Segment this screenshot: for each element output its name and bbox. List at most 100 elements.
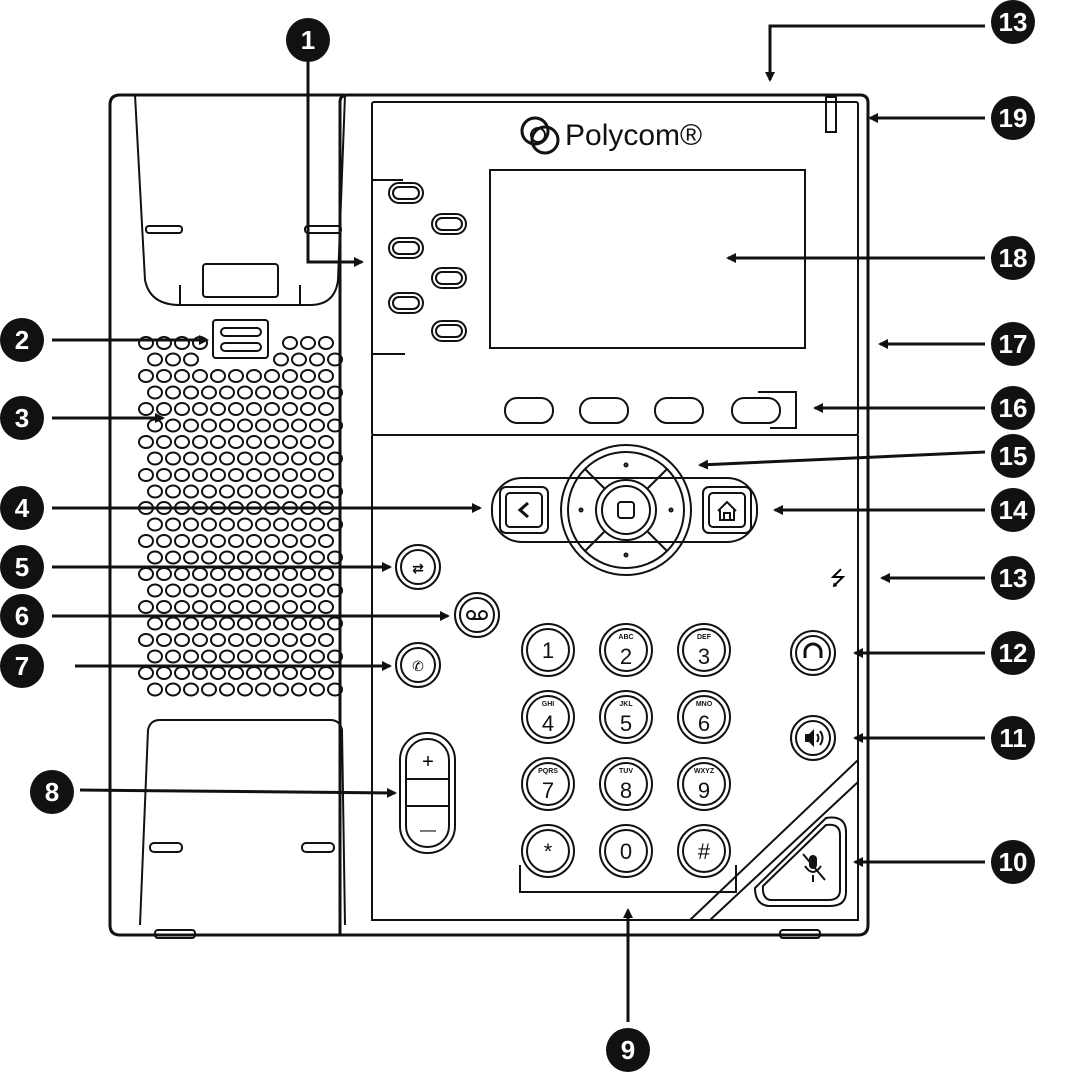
- speakerphone-key[interactable]: [790, 715, 836, 761]
- grille-hole: [300, 468, 316, 482]
- grille-hole: [255, 517, 271, 532]
- hold-key[interactable]: ✆: [395, 642, 441, 688]
- grille-hole: [309, 385, 325, 400]
- grille-hole: [147, 418, 163, 433]
- grille-hole: [165, 385, 181, 400]
- grille-hole: [327, 583, 343, 598]
- line-key[interactable]: [388, 182, 424, 204]
- soft-key[interactable]: [579, 397, 629, 424]
- mute-key[interactable]: [753, 816, 847, 907]
- grille-hole: [138, 402, 154, 416]
- grille-hole: [264, 369, 280, 383]
- grille-hole: [201, 550, 217, 565]
- grille-hole: [291, 451, 307, 466]
- grille-hole: [219, 649, 235, 664]
- grille-hole: [183, 583, 199, 598]
- grille-hole: [309, 517, 325, 532]
- grille-hole: [138, 369, 154, 383]
- grille-hole: [165, 682, 181, 697]
- grille-hole: [138, 468, 154, 482]
- callout-15: 15: [991, 434, 1035, 478]
- grille-hole: [138, 534, 154, 548]
- grille-hole: [201, 616, 217, 631]
- grille-hole: [309, 550, 325, 565]
- grille-hole: [246, 468, 262, 482]
- grille-hole: [147, 550, 163, 565]
- callout-number: 7: [15, 651, 29, 681]
- microphone-mute-icon: [802, 853, 826, 882]
- line-key[interactable]: [431, 320, 467, 342]
- dialpad-key[interactable]: #: [677, 824, 731, 878]
- soft-key[interactable]: [654, 397, 704, 424]
- soft-key[interactable]: [504, 397, 554, 424]
- select-key[interactable]: [595, 479, 657, 541]
- dialpad-key[interactable]: *: [521, 824, 575, 878]
- grille-hole: [219, 484, 235, 499]
- grille-hole: [300, 567, 316, 581]
- grille-hole: [327, 352, 343, 367]
- grille-hole: [219, 616, 235, 631]
- home-key[interactable]: [702, 486, 752, 534]
- grille-hole: [318, 468, 334, 482]
- messages-key[interactable]: [454, 592, 500, 638]
- volume-up-button[interactable]: +: [422, 751, 434, 773]
- dialpad-key[interactable]: 0: [599, 824, 653, 878]
- line-key[interactable]: [431, 213, 467, 235]
- callout-number: 19: [999, 103, 1028, 133]
- grille-hole: [237, 451, 253, 466]
- grille-hole: [291, 649, 307, 664]
- grille-hole: [264, 633, 280, 647]
- volume-down-button[interactable]: —: [420, 822, 436, 839]
- line-key[interactable]: [388, 237, 424, 259]
- grille-hole: [318, 633, 334, 647]
- speaker-icon: [805, 729, 814, 747]
- grille-hole: [318, 567, 334, 581]
- grille-hole: [291, 583, 307, 598]
- navigation-pad[interactable]: [560, 444, 692, 576]
- callout-number: 13: [999, 563, 1028, 593]
- grille-hole: [264, 600, 280, 614]
- grille-hole: [228, 633, 244, 647]
- grille-hole: [174, 468, 190, 482]
- grille-hole: [291, 385, 307, 400]
- grille-hole: [300, 369, 316, 383]
- grille-hole: [183, 484, 199, 499]
- key-digit: *: [544, 839, 553, 864]
- grille-hole: [264, 468, 280, 482]
- callout-14: 14: [991, 488, 1035, 532]
- grille-hole: [273, 385, 289, 400]
- grille-hole: [309, 451, 325, 466]
- grille-hole: [300, 666, 316, 680]
- dialpad-key[interactable]: 1: [521, 623, 575, 677]
- grille-hole: [318, 336, 334, 350]
- callout-lines: [52, 24, 986, 1022]
- grille-hole: [246, 600, 262, 614]
- grille-hole: [156, 435, 172, 449]
- grille-hole: [156, 336, 172, 350]
- grille-hole: [282, 468, 298, 482]
- soft-key[interactable]: [731, 397, 781, 424]
- transfer-key[interactable]: ⇄: [395, 544, 441, 590]
- line-key[interactable]: [431, 267, 467, 289]
- back-key[interactable]: [499, 486, 549, 534]
- grille-hole: [291, 418, 307, 433]
- line-key[interactable]: [388, 292, 424, 314]
- callout-9: 9: [606, 1028, 650, 1072]
- grille-hole: [255, 583, 271, 598]
- grille-hole: [255, 649, 271, 664]
- grille-hole: [201, 517, 217, 532]
- grille-hole: [165, 418, 181, 433]
- callout-number: 2: [15, 325, 29, 355]
- headset-key[interactable]: [790, 630, 836, 676]
- callout-12: 12: [991, 631, 1035, 675]
- callout-number: 10: [999, 847, 1028, 877]
